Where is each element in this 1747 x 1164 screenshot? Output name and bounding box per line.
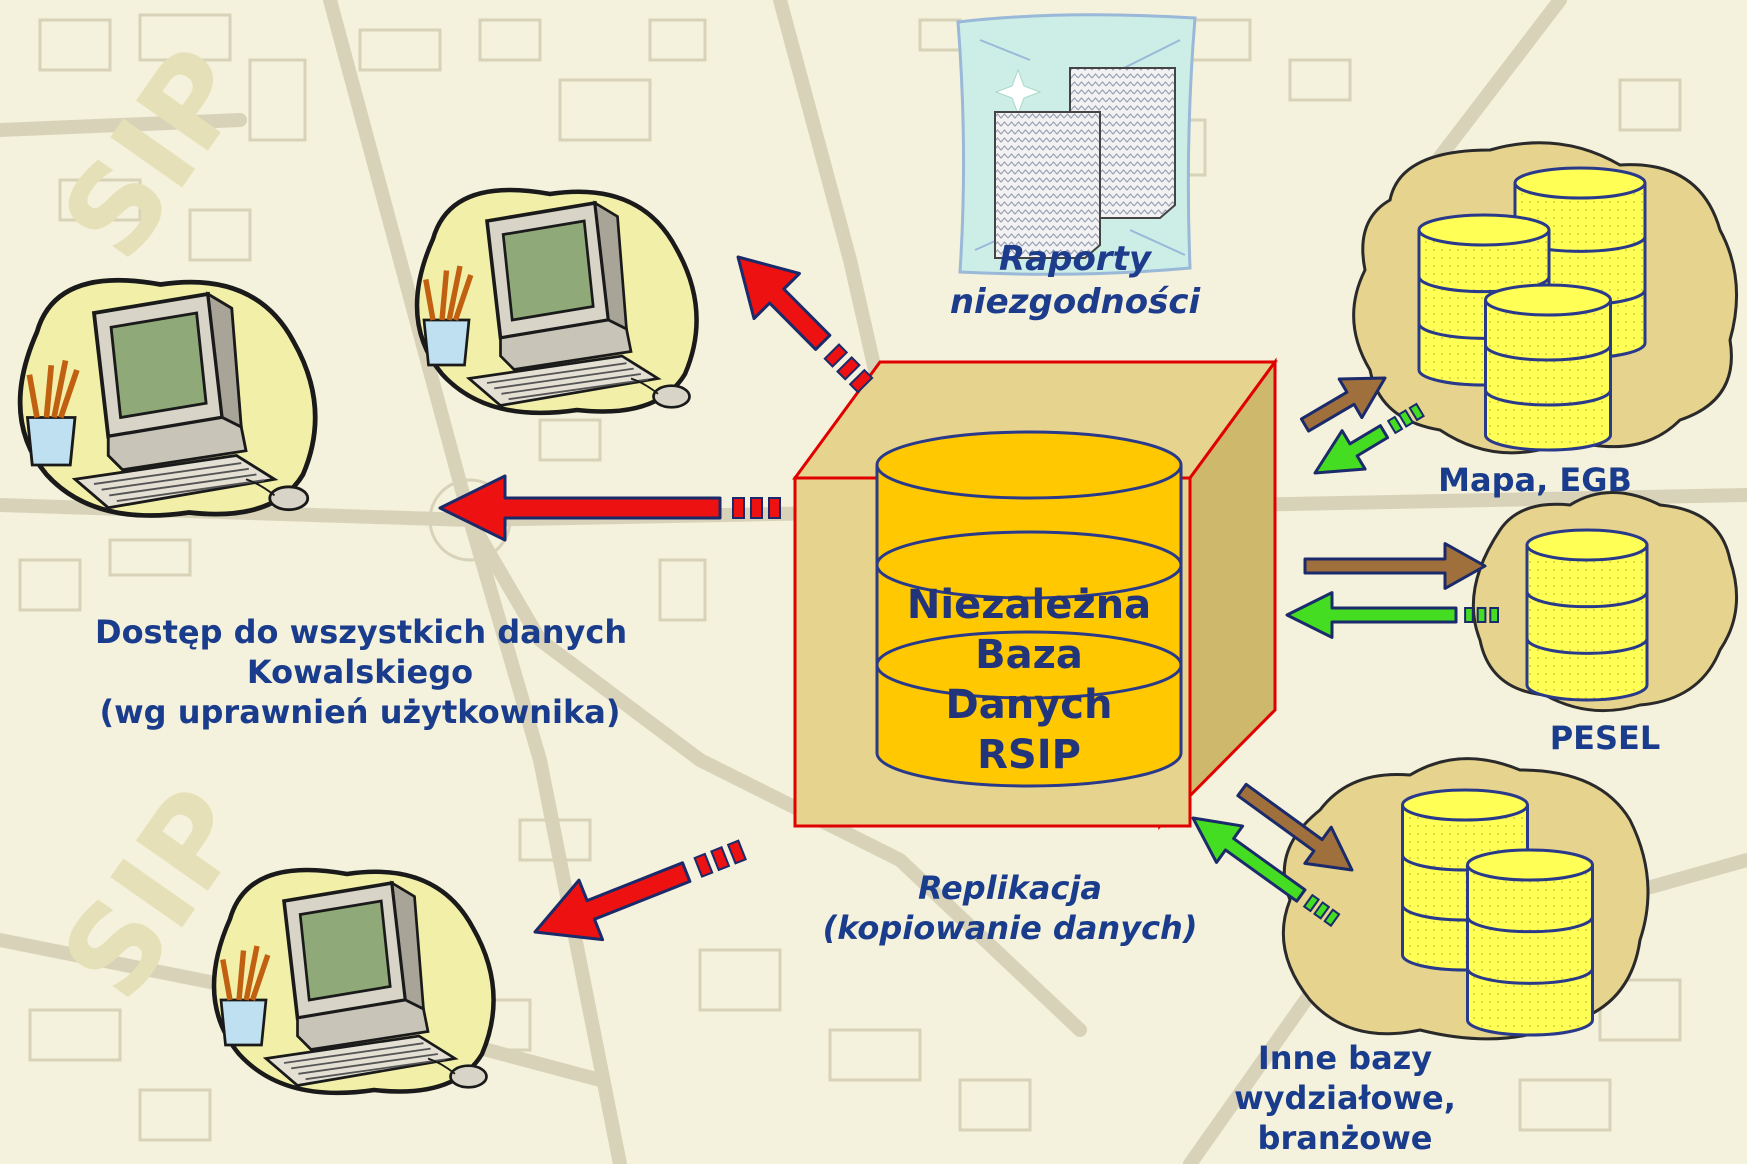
source-other-label: Inne bazy wydziałowe, branżowe: [1225, 1038, 1465, 1158]
access-label-line2: Kowalskiego: [246, 653, 474, 691]
sync-arrow-other-in: [1191, 816, 1341, 928]
central-db-line1: Niezależna: [906, 582, 1152, 628]
sync-arrow-pesel-out: [1303, 542, 1487, 590]
access-label-line1: Dostęp do wszystkich danych: [95, 613, 628, 651]
source-other-label-line3: branżowe: [1257, 1119, 1433, 1157]
database-icon: [1525, 528, 1649, 702]
database-icon: [1466, 848, 1594, 1037]
access-label-line3: (wg uprawnień użytkownika): [99, 693, 621, 731]
output-arrow-bottom: [533, 839, 747, 942]
replication-label: Replikacja (kopiowanie danych): [810, 868, 1210, 948]
sync-arrow-other-out: [1236, 782, 1354, 872]
central-db-line3: Danych: [945, 682, 1113, 728]
svg-text:SIP: SIP: [36, 25, 275, 284]
sync-arrow-map-out: [1299, 376, 1387, 433]
output-arrow-left: [438, 474, 781, 542]
access-label: Dostęp do wszystkich danych Kowalskiego …: [95, 612, 628, 732]
rsip-watermark: SIP SIP: [36, 25, 275, 1024]
computer-icon: [211, 867, 496, 1096]
reports-label-line2: niezgodności: [949, 281, 1201, 322]
sync-arrow-pesel-in: [1285, 591, 1499, 639]
source-other-label-line1: Inne bazy: [1257, 1039, 1433, 1077]
sync-arrow-map-in: [1313, 402, 1425, 475]
source-other-label-line2: wydziałowe,: [1234, 1079, 1456, 1117]
reports-icon: [956, 13, 1197, 276]
central-db-line4: RSIP: [977, 732, 1081, 778]
central-db-line2: Baza: [975, 632, 1083, 678]
replication-label-line1: Replikacja: [918, 869, 1102, 907]
computer-icon: [17, 277, 318, 518]
central-db-label: Niezależna Baza Danych RSIP: [877, 580, 1181, 780]
output-arrow-top: [736, 255, 874, 394]
source-map-label: Mapa, EGB: [1438, 461, 1632, 499]
computer-icon: [414, 187, 699, 416]
database-icon: [1484, 283, 1612, 452]
source-pesel-label: PESEL: [1549, 719, 1661, 757]
reports-label: Raporty niezgodności: [945, 238, 1205, 323]
central-database-icon: [875, 430, 1183, 788]
reports-label-line1: Raporty: [998, 239, 1151, 279]
replication-label-line2: (kopiowanie danych): [822, 909, 1198, 947]
